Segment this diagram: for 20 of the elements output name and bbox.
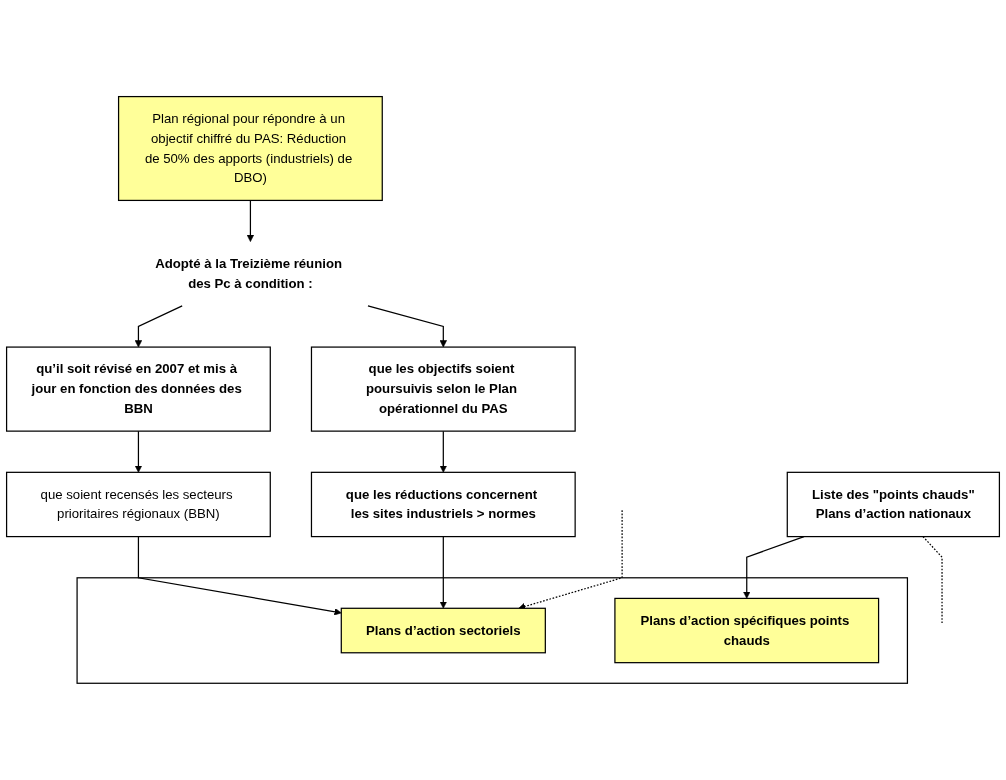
- arrow: [743, 536, 805, 599]
- arrow: [137, 536, 342, 616]
- node-box: Plans d’action sectoriels: [340, 607, 546, 654]
- node-box: que les réductions concernent les sites industriels > normes: [310, 471, 576, 538]
- cluster: [76, 577, 909, 684]
- arrow: [134, 430, 143, 473]
- arrow: [134, 305, 183, 348]
- arrow: [439, 430, 447, 473]
- node-box: Plans d’action spécifiques points chauds: [614, 597, 880, 664]
- node-box: Liste des "points chauds" Plans d’action nationaux: [786, 471, 1000, 538]
- connector: [922, 536, 943, 626]
- arrow: [439, 536, 447, 609]
- node-box: que soient recensés les secteurs prioritaires régionaux (BBN): [5, 471, 271, 538]
- arrow: [518, 509, 623, 610]
- node-box: Plan régional pour répondre à un objectif chiffré du PAS: Réduction de 50% des apports (industriels) de DBO): [117, 96, 383, 202]
- node-text: Adopté à la Treizième réunion des Pc à condition :: [155, 256, 342, 291]
- arrow: [367, 305, 447, 348]
- arrow: [246, 199, 255, 242]
- node-box: que les objectifs soient poursuivis selon le Plan opérationnel du PAS: [310, 346, 576, 432]
- node-box: qu’il soit révisé en 2007 et mis à jour en fonction des données des BBN: [5, 346, 271, 432]
